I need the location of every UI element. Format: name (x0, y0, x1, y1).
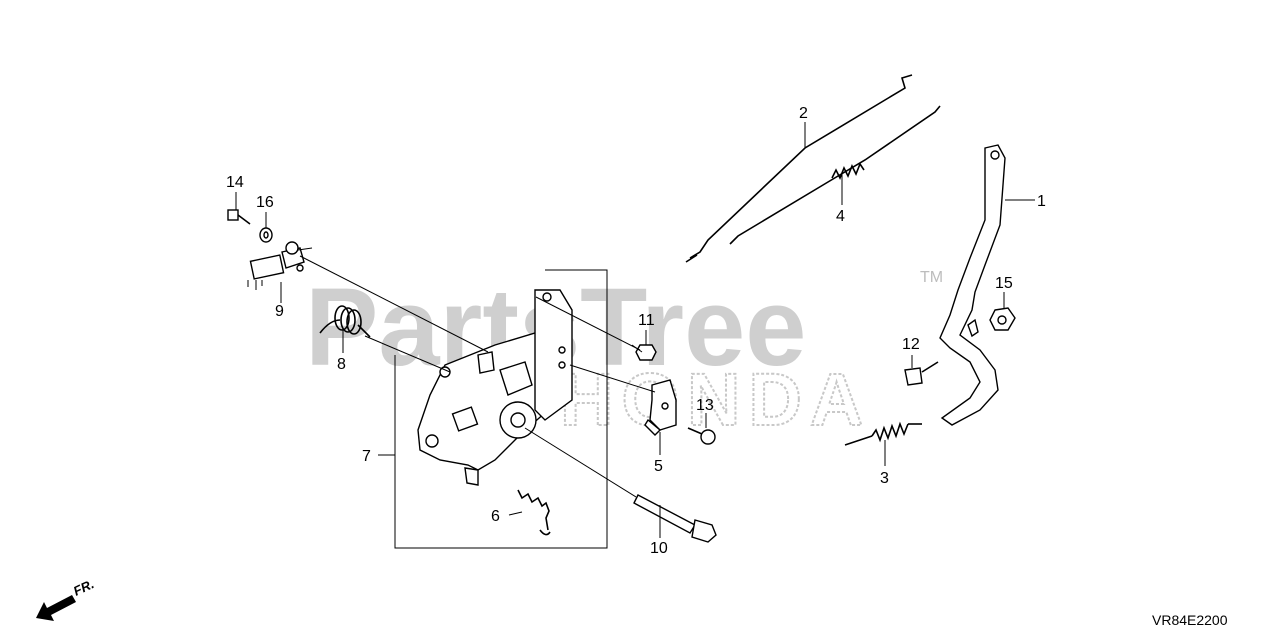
screw-13-part (687, 427, 716, 445)
lever-1-part (939, 144, 1006, 426)
diagram-code: VR84E2200 (1152, 612, 1228, 628)
callout-4: 4 (836, 208, 845, 225)
bolt-10-part (633, 494, 717, 543)
washer-16-part (259, 227, 273, 243)
watermark-trademark: TM (920, 269, 943, 286)
front-label: FR. (71, 576, 96, 598)
assembly-boundary-box (394, 269, 608, 549)
callout-15: 15 (995, 275, 1013, 292)
watermark: PartsTree TM HONDA (305, 266, 943, 442)
callout-6: 6 (491, 508, 500, 525)
callout-5: 5 (654, 458, 663, 475)
front-arrow-icon (36, 595, 76, 621)
watermark-brand: HONDA (560, 358, 871, 441)
leader-lines (235, 122, 1035, 538)
callout-9: 9 (275, 303, 284, 320)
front-direction-indicator: FR. (36, 576, 96, 621)
callout-13: 13 (696, 397, 714, 414)
switch-9-part (247, 241, 313, 290)
spring-8-part (319, 305, 371, 338)
control-plate-part (417, 289, 573, 486)
screw-14-part (227, 209, 251, 225)
nut-15-part (989, 307, 1016, 331)
callout-14: 14 (226, 174, 244, 191)
callout-12: 12 (902, 336, 920, 353)
callout-11: 11 (638, 312, 655, 329)
callouts: 1 2 3 4 5 6 7 8 9 10 11 12 13 14 15 16 (226, 105, 1046, 557)
callout-16: 16 (256, 194, 274, 211)
spring-3-part (844, 421, 922, 446)
bracket-5-part (644, 379, 677, 436)
callout-10: 10 (650, 540, 668, 557)
callout-8: 8 (337, 356, 346, 373)
callout-3: 3 (880, 470, 889, 487)
callout-2: 2 (799, 105, 808, 122)
callout-7: 7 (362, 448, 371, 465)
rod-2-part (685, 74, 913, 263)
rod-4-part (729, 105, 941, 245)
spring-6-part (517, 489, 551, 536)
clip-12-part (904, 361, 939, 386)
callout-1: 1 (1037, 193, 1046, 210)
